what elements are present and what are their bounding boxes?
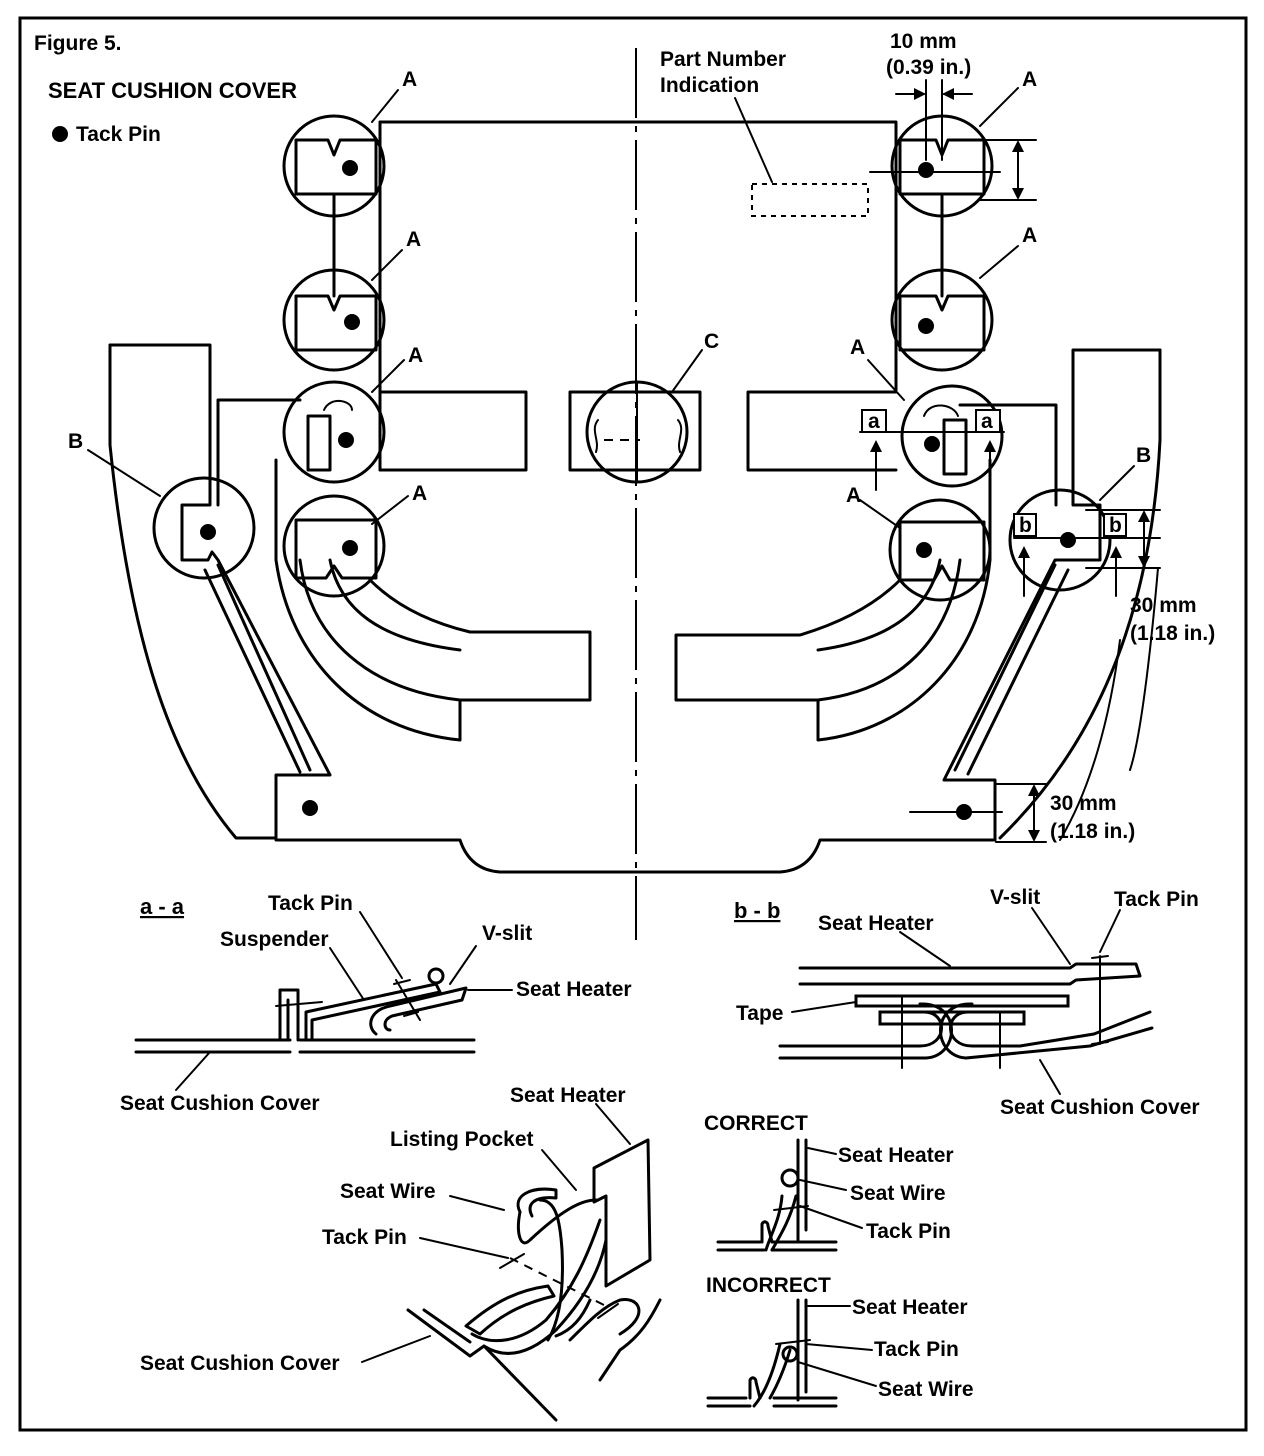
part-number-leader bbox=[734, 97, 773, 183]
callout-a-7: A bbox=[850, 336, 865, 359]
pocket-seat-heater: Seat Heater bbox=[510, 1084, 626, 1107]
tack-pin-legend-icon bbox=[52, 126, 68, 142]
section-b-left: b bbox=[1019, 514, 1032, 537]
dim-30-in-1: (1.18 in.) bbox=[1130, 622, 1215, 645]
figure-title: SEAT CUSHION COVER bbox=[48, 78, 297, 103]
callout-b-2: B bbox=[1136, 444, 1151, 467]
section-bb-drawing bbox=[778, 907, 1154, 1095]
section-aa-tack-pin: Tack Pin bbox=[268, 892, 353, 915]
cover-outline bbox=[108, 120, 1162, 874]
callout-leaders bbox=[87, 87, 1135, 529]
callout-a-3: A bbox=[408, 344, 423, 367]
section-bb-tack-pin: Tack Pin bbox=[1114, 888, 1199, 911]
part-number-label-1: Part Number bbox=[660, 48, 786, 71]
section-bb-tape: Tape bbox=[736, 1002, 783, 1025]
section-a-right: a bbox=[981, 410, 993, 433]
section-aa-suspender: Suspender bbox=[220, 928, 329, 951]
dim-10-in: (0.39 in.) bbox=[886, 56, 971, 79]
pocket-tack-pin: Tack Pin bbox=[322, 1226, 407, 1249]
callout-a-2: A bbox=[406, 228, 421, 251]
section-markers bbox=[859, 409, 1161, 597]
correct-tack-pin: Tack Pin bbox=[866, 1220, 951, 1243]
pocket-detail-drawing bbox=[361, 1103, 662, 1422]
legend-label: Tack Pin bbox=[76, 123, 161, 146]
section-bb-seat-cushion-cover: Seat Cushion Cover bbox=[1000, 1096, 1200, 1119]
section-aa-title: a - a bbox=[140, 894, 185, 919]
callout-a-5: A bbox=[1022, 68, 1037, 91]
pocket-seat-wire: Seat Wire bbox=[340, 1180, 436, 1203]
callout-b-1: B bbox=[68, 430, 83, 453]
correct-seat-wire: Seat Wire bbox=[850, 1182, 946, 1205]
incorrect-drawing bbox=[706, 1298, 877, 1408]
dim-30-in-2: (1.18 in.) bbox=[1050, 820, 1135, 843]
dim-10-mm: 10 mm bbox=[890, 30, 957, 53]
figure-number: Figure 5. bbox=[34, 32, 122, 55]
incorrect-title: INCORRECT bbox=[706, 1274, 831, 1297]
figure-frame bbox=[18, 16, 1248, 1432]
incorrect-seat-heater: Seat Heater bbox=[852, 1296, 968, 1319]
incorrect-tack-pin: Tack Pin bbox=[874, 1338, 959, 1361]
section-a-left: a bbox=[868, 410, 880, 433]
callout-a-6: A bbox=[1022, 224, 1037, 247]
pocket-listing-pocket: Listing Pocket bbox=[390, 1128, 534, 1151]
dim-30-mm-1: 30 mm bbox=[1130, 594, 1197, 617]
callout-a-4: A bbox=[412, 482, 427, 505]
dim-30-mm-2: 30 mm bbox=[1050, 792, 1117, 815]
callout-c: C bbox=[704, 330, 719, 353]
section-b-right: b bbox=[1109, 514, 1122, 537]
callout-a-8: A bbox=[846, 484, 861, 507]
section-aa-seat-cushion-cover: Seat Cushion Cover bbox=[120, 1092, 320, 1115]
part-number-box bbox=[751, 183, 869, 217]
section-bb-title: b - b bbox=[734, 898, 780, 923]
correct-seat-heater: Seat Heater bbox=[838, 1144, 954, 1167]
correct-title: CORRECT bbox=[704, 1112, 808, 1135]
pocket-seat-cushion-cover: Seat Cushion Cover bbox=[140, 1352, 340, 1375]
section-aa-seat-heater: Seat Heater bbox=[516, 978, 632, 1001]
section-aa-v-slit: V-slit bbox=[482, 922, 532, 945]
callout-a-1: A bbox=[402, 68, 417, 91]
dimension-lines bbox=[869, 79, 1161, 843]
section-aa-drawing bbox=[134, 911, 513, 1091]
correct-drawing bbox=[716, 1138, 863, 1252]
part-number-label-2: Indication bbox=[660, 74, 759, 97]
detail-circles bbox=[152, 114, 1112, 820]
section-bb-v-slit: V-slit bbox=[990, 886, 1040, 909]
incorrect-seat-wire: Seat Wire bbox=[878, 1378, 974, 1401]
section-bb-seat-heater: Seat Heater bbox=[818, 912, 934, 935]
